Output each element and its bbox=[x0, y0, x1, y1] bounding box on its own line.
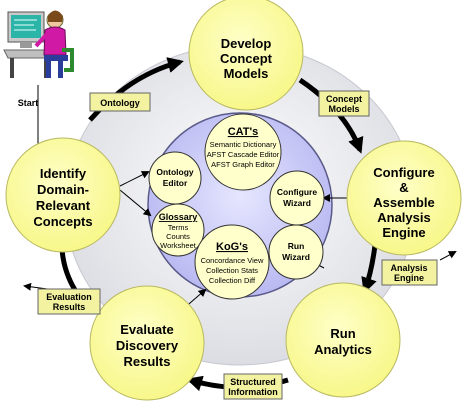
analysis-engine-box-label-1: Analysis bbox=[390, 263, 427, 273]
arrow-identify-to-ontology-editor bbox=[119, 171, 150, 187]
develop-label-3: Models bbox=[224, 66, 269, 81]
cats-node[interactable]: CAT's Semantic Dictionary AFST Cascade E… bbox=[204, 113, 282, 191]
evaluate-discovery-results-node[interactable]: Evaluate Discovery Results bbox=[89, 285, 205, 401]
ontology-editor-label-1: Ontology bbox=[156, 167, 194, 177]
ontology-editor-label-2: Editor bbox=[163, 178, 188, 188]
identify-concepts-node[interactable]: Identify Domain- Relevant Concepts bbox=[5, 137, 121, 253]
ontology-editor-node[interactable]: Ontology Editor bbox=[148, 151, 202, 205]
configure-label-1: Configure bbox=[373, 165, 434, 180]
structured-information-box: Structured Information bbox=[223, 373, 283, 400]
configure-wizard-node[interactable]: Configure Wizard bbox=[269, 170, 325, 226]
configure-label-2: & bbox=[399, 180, 408, 195]
run-wizard-node[interactable]: Run Wizard bbox=[268, 224, 324, 280]
ontology-box-label: Ontology bbox=[100, 98, 140, 108]
configure-label-3: Assemble bbox=[373, 195, 434, 210]
run-label-1: Run bbox=[330, 326, 355, 341]
structured-information-box-label-1: Structured bbox=[230, 377, 276, 387]
analysis-engine-box: Analysis Engine bbox=[381, 259, 438, 286]
run-label-2: Analytics bbox=[314, 342, 372, 357]
configure-wizard-label-1: Configure bbox=[277, 187, 317, 197]
identify-label-4: Concepts bbox=[33, 214, 92, 229]
identify-label-1: Identify bbox=[40, 166, 87, 181]
concept-models-box-label-2: Models bbox=[328, 104, 359, 114]
run-wizard-label-2: Wizard bbox=[282, 252, 310, 262]
arrow-configure-to-run bbox=[361, 244, 378, 294]
configure-wizard-label-2: Wizard bbox=[283, 198, 311, 208]
glossary-node[interactable]: Glossary Terms Counts Worksheet bbox=[151, 203, 205, 257]
ontology-box: Ontology bbox=[89, 92, 151, 112]
run-wizard-label-1: Run bbox=[288, 241, 305, 251]
cats-title: CAT's bbox=[228, 126, 259, 138]
develop-label-2: Concept bbox=[220, 51, 273, 66]
develop-concept-models-node[interactable]: Develop Concept Models bbox=[188, 0, 304, 111]
evaluation-results-box: Evaluation Results bbox=[37, 288, 101, 315]
concept-models-box-label-1: Concept bbox=[326, 94, 362, 104]
evaluation-results-box-label-1: Evaluation bbox=[46, 292, 92, 302]
kogs-line-1: Concordance View bbox=[201, 256, 264, 265]
configure-label-4: Analysis bbox=[377, 210, 430, 225]
kogs-title: KoG's bbox=[216, 241, 248, 253]
glossary-line-3: Worksheet bbox=[160, 241, 197, 250]
cats-line-1: Semantic Dictionary bbox=[210, 140, 277, 149]
analysis-engine-box-label-2: Engine bbox=[394, 273, 424, 283]
glossary-title: Glossary bbox=[159, 212, 198, 222]
cats-line-2: AFST Cascade Editor bbox=[207, 150, 280, 159]
identify-label-2: Domain- bbox=[37, 182, 89, 197]
configure-analysis-engine-node[interactable]: Configure & Assemble Analysis Engine bbox=[346, 140, 462, 256]
arrow-identify-to-glossary bbox=[119, 189, 152, 217]
configure-label-5: Engine bbox=[382, 225, 425, 240]
evaluation-results-box-label-2: Results bbox=[53, 302, 86, 312]
kogs-line-2: Collection Stats bbox=[206, 266, 258, 275]
start-label: Start bbox=[18, 98, 39, 108]
user-at-computer-illustration bbox=[3, 10, 74, 78]
kogs-node[interactable]: KoG's Concordance View Collection Stats … bbox=[194, 224, 270, 300]
glossary-line-1: Terms bbox=[168, 223, 189, 232]
structured-information-box-label-2: Information bbox=[228, 387, 278, 397]
evaluate-label-3: Results bbox=[124, 354, 171, 369]
run-analytics-node[interactable]: Run Analytics bbox=[285, 282, 401, 398]
cats-line-3: AFST Graph Editor bbox=[211, 160, 275, 169]
evaluate-label-1: Evaluate bbox=[120, 322, 173, 337]
develop-label-1: Develop bbox=[221, 36, 272, 51]
identify-label-3: Relevant bbox=[36, 198, 91, 213]
arrow-to-analysis-engine bbox=[439, 251, 457, 261]
kogs-line-3: Collection Diff bbox=[209, 276, 256, 285]
concept-models-box: Concept Models bbox=[318, 90, 370, 117]
evaluate-label-2: Discovery bbox=[116, 338, 179, 353]
glossary-line-2: Counts bbox=[166, 232, 190, 241]
